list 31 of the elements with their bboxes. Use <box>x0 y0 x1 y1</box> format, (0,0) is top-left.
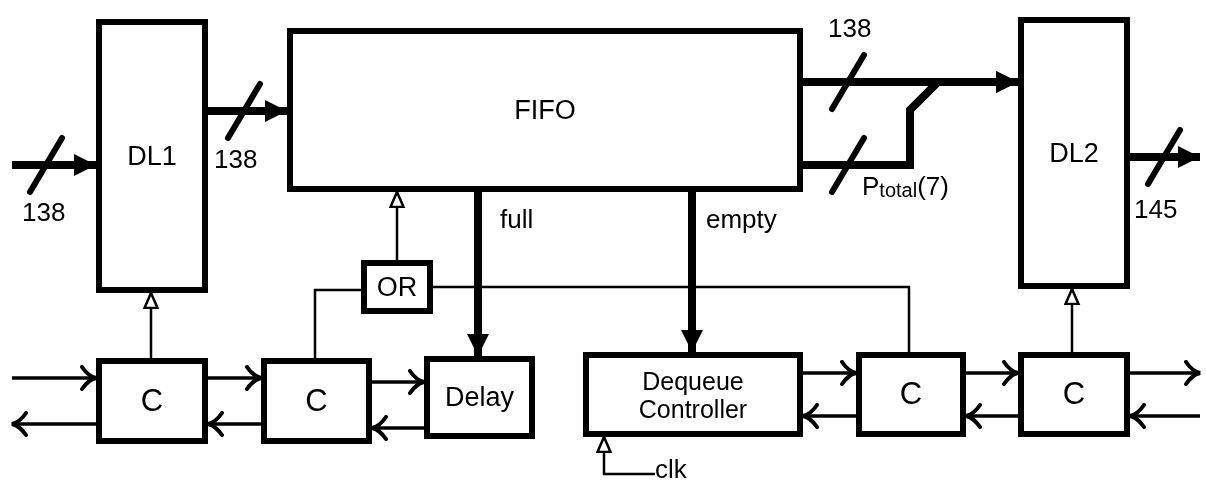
clock-arrow <box>596 435 655 476</box>
block-box <box>856 352 966 437</box>
block-box <box>1018 17 1130 289</box>
bus-arrow <box>208 100 287 122</box>
signal-label: clk <box>655 455 687 485</box>
block-box <box>1018 352 1130 437</box>
block-label: OR <box>376 271 418 303</box>
block-label: FIFO <box>514 94 576 126</box>
block-box <box>424 356 535 439</box>
clock-arrow <box>389 190 405 260</box>
block-label: Dequeue Controller <box>637 366 749 423</box>
clock-arrow <box>143 291 159 358</box>
signal-line <box>313 288 361 358</box>
block-box <box>583 352 803 437</box>
block-box <box>287 28 803 192</box>
block-box <box>361 260 433 314</box>
block-label: C <box>305 383 328 419</box>
block-label: Delay <box>445 382 514 413</box>
bus-arrow <box>803 71 1018 169</box>
block-label: DL1 <box>127 140 177 172</box>
block-box <box>96 358 208 444</box>
block-label: DL2 <box>1049 137 1099 169</box>
block-box <box>96 19 208 293</box>
bus-arrow <box>681 192 703 352</box>
block-label: C <box>1062 377 1086 412</box>
clock-arrow <box>1064 287 1080 352</box>
block-box <box>261 358 372 444</box>
signal-line <box>433 285 911 352</box>
block-label: C <box>899 377 923 412</box>
block-label: C <box>140 383 164 419</box>
bus-arrow <box>467 192 489 356</box>
